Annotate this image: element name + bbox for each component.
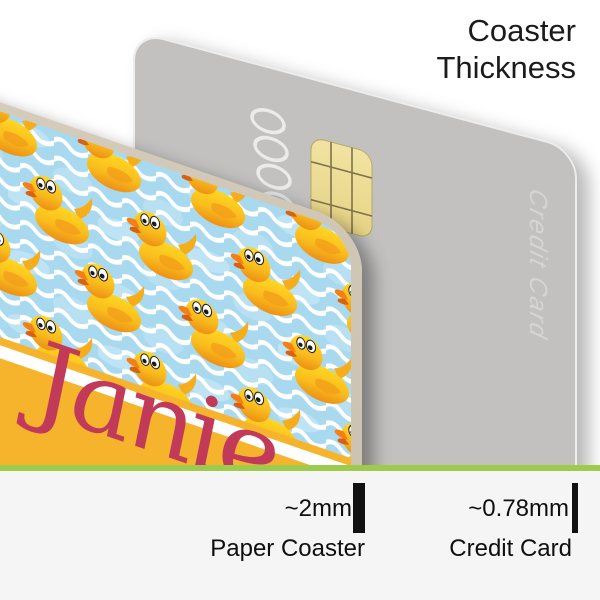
thickness-bar-card [572, 483, 578, 533]
coaster-thickness-value: ~2mm [284, 495, 352, 522]
thickness-bar-coaster [353, 483, 365, 533]
card-thickness-value: ~0.78mm [468, 495, 569, 522]
measurement-panel [0, 471, 600, 600]
title-line-1: Coaster [467, 13, 576, 48]
title-line-2: Thickness [436, 50, 576, 85]
coaster-thickness-label: Paper Coaster [210, 535, 365, 562]
card-thickness-label: Credit Card [449, 535, 572, 562]
page-title: Coaster Thickness [436, 12, 576, 86]
ground-line [0, 465, 600, 471]
card-side-label: Credit Card [524, 185, 552, 344]
emv-chip-icon [310, 139, 373, 237]
